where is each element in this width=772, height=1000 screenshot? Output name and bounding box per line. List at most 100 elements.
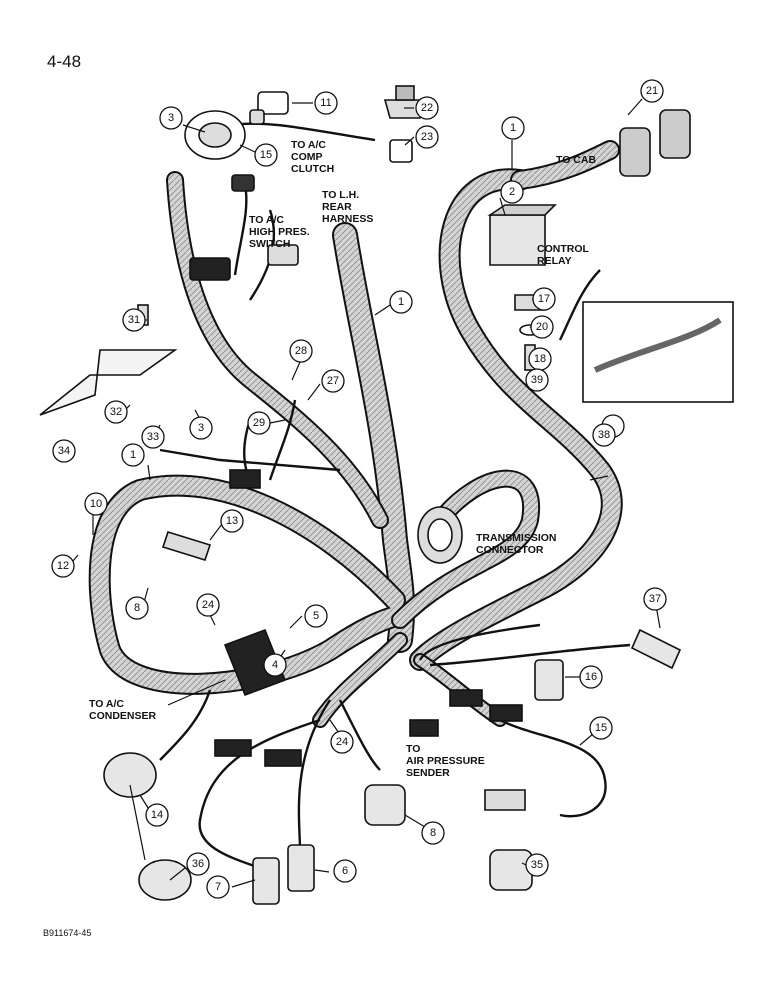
label-to-air-pressure-sender-2: AIR PRESSURE <box>406 755 485 767</box>
condenser-connector-part <box>223 628 287 697</box>
callout-23 <box>640 79 664 103</box>
callout-3-top <box>159 106 183 130</box>
label-to-air-pressure-sender-3: SENDER <box>406 767 450 779</box>
callout-number: 34 <box>58 445 70 457</box>
callout-34 <box>52 439 76 463</box>
callout-28 <box>289 339 313 363</box>
callout-number: 23 <box>421 131 433 143</box>
callout-number: 37 <box>649 593 661 605</box>
callout-7 <box>206 875 230 899</box>
callout-38 <box>592 423 616 447</box>
callout-number: 8 <box>134 602 140 614</box>
callout-number: 31 <box>128 314 140 326</box>
callout-number: 14 <box>151 809 163 821</box>
label-to-ac-high-pres-switch-3: SWITCH <box>249 238 290 250</box>
callout-35 <box>525 853 549 877</box>
callout-2 <box>500 180 524 204</box>
callout-25 <box>415 96 439 120</box>
callout-39 <box>525 368 549 392</box>
callout-numbers: 3 11 22 15 23 1 21 2 1 17 20 18 39 31 28… <box>57 85 661 893</box>
callout-number: 35 <box>531 859 543 871</box>
sensor-17-part <box>484 789 526 811</box>
callout-32 <box>104 400 128 424</box>
callout-number: 1 <box>398 296 404 308</box>
switch-14-part <box>103 752 157 798</box>
callout-number: 24 <box>202 599 214 611</box>
page-number: 4-48 <box>47 52 82 71</box>
switch-18-part <box>534 659 564 701</box>
cab-connector-part <box>619 127 651 177</box>
callout-number: 24 <box>336 736 348 748</box>
label-to-ac-comp-clutch-1: TO A/C <box>291 139 326 151</box>
callout-number: 1 <box>510 122 516 134</box>
callout-number: 39 <box>531 374 543 386</box>
callout-15 <box>254 143 278 167</box>
callout-3-mid <box>189 416 213 440</box>
switch-6-part <box>287 844 315 892</box>
fitting-part <box>257 91 289 115</box>
callout-5 <box>304 604 328 628</box>
callout-number: 5 <box>313 610 319 622</box>
callouts <box>51 79 667 899</box>
callout-6 <box>333 859 357 883</box>
callout-14 <box>145 803 169 827</box>
label-control-relay-1: CONTROL <box>537 243 589 255</box>
callout-10 <box>125 596 149 620</box>
callout-33 <box>141 425 165 449</box>
callout-27 <box>321 369 345 393</box>
callout-number: 11 <box>320 97 331 109</box>
callout-number: 18 <box>534 353 546 365</box>
callout-number: 21 <box>646 85 658 97</box>
label-to-lh-rear-harness-3: HARNESS <box>322 213 373 225</box>
switch-36-part <box>138 859 192 901</box>
callout-number: 38 <box>598 429 610 441</box>
callout-13 <box>220 509 244 533</box>
label-to-air-pressure-sender-1: TO <box>406 743 420 755</box>
bushing-part <box>389 139 413 163</box>
callout-number: 17 <box>538 293 550 305</box>
callout-number: 33 <box>147 431 159 443</box>
callout-number: 10 <box>90 498 102 510</box>
callout-1-cab <box>501 116 525 140</box>
callout-number: 29 <box>253 417 265 429</box>
callout-11 <box>84 492 108 516</box>
label-to-ac-comp-clutch-2: COMP <box>291 151 323 163</box>
callout-number: 32 <box>110 406 122 418</box>
wires <box>159 122 631 872</box>
callout-number: 1 <box>130 449 136 461</box>
components <box>39 85 734 905</box>
switch-37-part <box>630 628 682 670</box>
callout-1-left <box>121 443 145 467</box>
sender-35-part <box>489 849 533 891</box>
callout-17 <box>589 716 613 740</box>
label-to-ac-condenser-1: TO A/C <box>89 698 124 710</box>
callout-number: 12 <box>57 560 69 572</box>
label-to-ac-comp-clutch-3: CLUTCH <box>291 163 334 175</box>
callout-number: 20 <box>536 321 548 333</box>
label-to-lh-rear-harness-1: TO L.H. <box>322 189 359 201</box>
callout-8 <box>421 821 445 845</box>
callout-number: 15 <box>595 722 607 734</box>
harness-bundles <box>88 140 623 728</box>
callout-31 <box>122 308 146 332</box>
callout-number: 22 <box>421 102 433 114</box>
callout-18 <box>579 665 603 689</box>
callout-number: 28 <box>295 345 307 357</box>
callout-37 <box>643 587 667 611</box>
label-to-ac-high-pres-switch-2: HIGH PRES. <box>249 226 310 238</box>
callout-1-rear <box>389 290 413 314</box>
label-to-ac-high-pres-switch-1: TO A/C <box>249 214 284 226</box>
callout-26 <box>415 125 439 149</box>
callout-24-top <box>196 593 220 617</box>
callout-number: 6 <box>342 865 348 877</box>
callout-12 <box>51 554 75 578</box>
air-pressure-sender-part <box>364 784 406 826</box>
callout-4 <box>263 653 287 677</box>
callout-number: 13 <box>226 515 238 527</box>
callout-22 <box>530 315 554 339</box>
callout-20 <box>532 287 556 311</box>
bracket-part <box>39 349 178 416</box>
callout-number: 3 <box>168 112 174 124</box>
label-control-relay-2: RELAY <box>537 255 572 267</box>
